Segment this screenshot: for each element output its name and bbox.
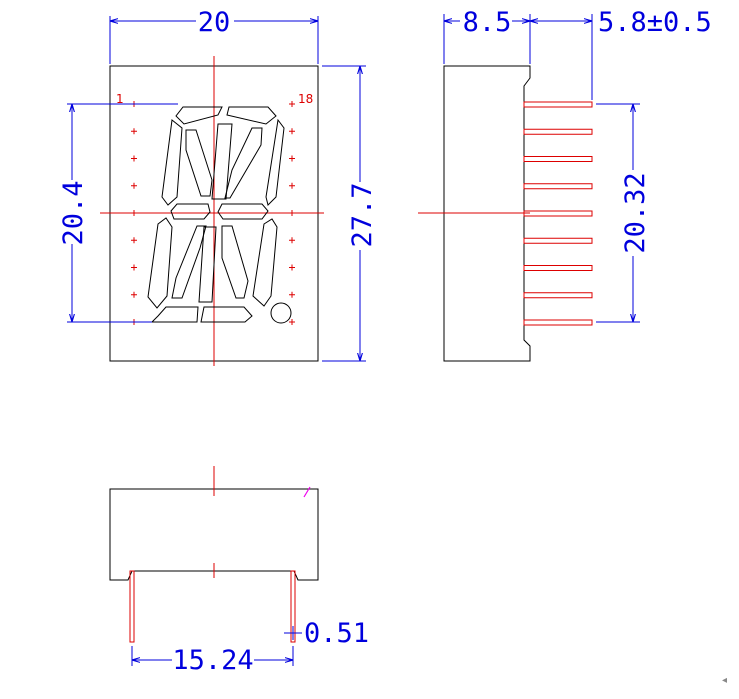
side-pins <box>523 101 593 326</box>
segment-l <box>198 226 217 303</box>
segment-d1 <box>150 306 199 323</box>
side-pin <box>523 265 593 271</box>
pin-marker <box>289 128 295 135</box>
segment-a1 <box>175 106 223 125</box>
front-view: 1 18 20 27.7 20.4 <box>58 7 378 366</box>
side-pin <box>523 128 593 135</box>
pin-thickness-dimension-text: 0.51 <box>304 618 369 649</box>
segment-b <box>265 118 285 206</box>
side-view: 8.5 5.8±0.5 20.32 <box>418 7 712 362</box>
segment-c <box>252 218 278 307</box>
pin-marker <box>289 101 295 107</box>
segment-g1 <box>170 203 211 220</box>
width-label-bg <box>196 8 234 36</box>
segment-f <box>161 119 183 206</box>
pin-marker <box>289 319 295 325</box>
side-pin <box>523 319 593 326</box>
pin-length-dimension-text: 5.8±0.5 <box>598 7 712 38</box>
side-pin <box>523 183 593 190</box>
pin-span-dimension-text: 20.32 <box>620 172 651 253</box>
pin-marker <box>289 182 295 189</box>
segment-a2 <box>226 106 277 125</box>
bottom-view: 15.24 0.51 <box>109 466 369 676</box>
height-dimension-text: 27.7 <box>347 182 378 247</box>
pin-marker <box>289 155 295 162</box>
segment-k <box>171 225 207 299</box>
side-pin <box>523 156 593 162</box>
width-dimension-text: 20 <box>198 7 231 38</box>
segment-e <box>147 217 173 309</box>
pin-marker <box>131 128 137 135</box>
pin-marker <box>289 237 295 244</box>
pin-marker <box>131 210 137 216</box>
side-pin <box>523 101 593 108</box>
height-label-bg <box>347 182 375 250</box>
pin-span-label-bg <box>620 170 648 256</box>
side-view-body <box>443 65 531 362</box>
digit-height-label-bg <box>59 180 87 244</box>
segment-g2 <box>217 203 269 220</box>
pin-marker <box>131 237 137 244</box>
orientation-marker <box>303 486 311 498</box>
segment-d2 <box>200 306 253 323</box>
pin-label-first: 1 <box>116 92 124 106</box>
depth-label-bg <box>460 8 512 36</box>
bottom-pin-right <box>290 570 296 643</box>
digit-height-dimension-text: 20.4 <box>58 180 89 245</box>
pin-marker <box>131 264 137 271</box>
pin-marker <box>131 155 137 162</box>
pin-marker <box>131 182 137 189</box>
bottom-pin-left <box>129 570 135 643</box>
pin-marker <box>289 291 295 298</box>
segment-j <box>224 127 263 199</box>
pin-marker <box>289 210 295 216</box>
side-pin <box>523 237 593 244</box>
side-pin <box>523 292 593 299</box>
corner-arrow-icon: ◂ <box>722 675 727 686</box>
sixteen-segment-digit <box>147 106 292 324</box>
row-pitch-dimension-text: 15.24 <box>172 645 253 676</box>
segment-m <box>221 225 249 299</box>
row-pitch-label-bg <box>172 647 254 673</box>
pin-marker <box>289 264 295 271</box>
side-pin <box>523 210 593 217</box>
segment-dp <box>270 302 292 324</box>
depth-dimension-text: 8.5 <box>463 7 512 38</box>
segment-i <box>211 123 233 200</box>
segment-h <box>185 129 213 197</box>
pin-marker <box>131 291 137 298</box>
pin-label-last: 18 <box>298 92 313 106</box>
